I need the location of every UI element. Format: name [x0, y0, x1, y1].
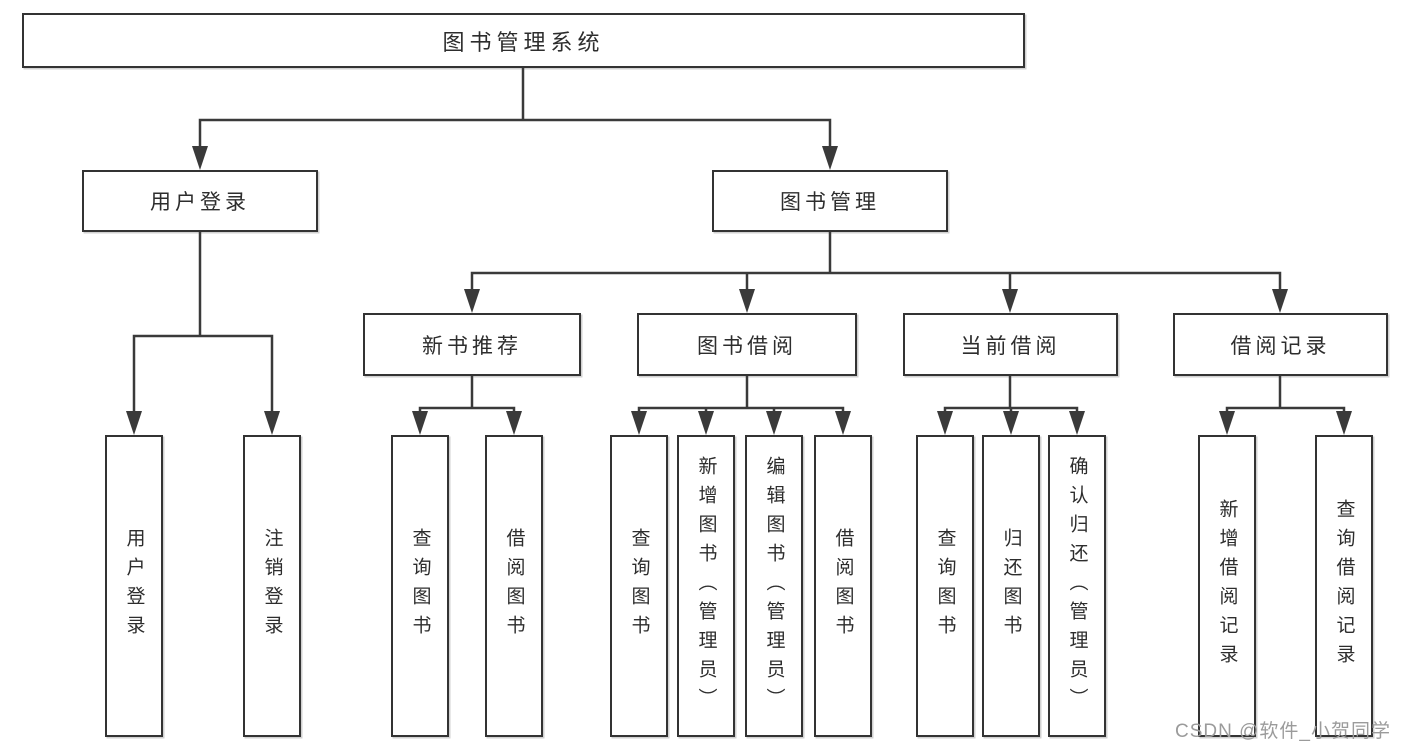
leaf-return-book-label: 归还图书	[1000, 528, 1022, 644]
connector-bookmgmt-to-level3	[464, 232, 1288, 313]
leaf-confirm-return-admin: 确认归还（管理员）	[1048, 435, 1106, 737]
leaf-borrow-books-recommend-label: 借阅图书	[503, 528, 525, 644]
node-current-borrow: 当前借阅	[903, 313, 1118, 376]
node-book-borrow-label: 图书借阅	[697, 334, 797, 358]
leaf-borrow-books-recommend: 借阅图书	[485, 435, 543, 737]
node-current-borrow-label: 当前借阅	[960, 334, 1061, 358]
leaf-query-books-recommend: 查询图书	[391, 435, 449, 737]
connector-recommend-to-leaves	[412, 376, 522, 435]
leaf-add-borrow-record-label: 新增借阅记录	[1216, 499, 1238, 673]
leaf-return-book: 归还图书	[982, 435, 1040, 737]
leaf-query-books-borrow-label: 查询图书	[628, 528, 650, 644]
node-borrow-records-label: 借阅记录	[1230, 334, 1331, 358]
node-book-management-label: 图书管理	[780, 191, 880, 214]
leaf-logout-label: 注销登录	[261, 528, 283, 644]
connector-userlogin-to-leaves	[126, 232, 280, 435]
leaf-query-borrow-record: 查询借阅记录	[1315, 435, 1373, 737]
leaf-add-book-admin: 新增图书（管理员）	[677, 435, 735, 737]
leaf-query-books-borrow: 查询图书	[610, 435, 668, 737]
leaf-query-borrow-record-label: 查询借阅记录	[1333, 499, 1355, 673]
node-user-login-label: 用户登录	[150, 191, 250, 214]
leaf-logout: 注销登录	[243, 435, 301, 737]
node-book-borrow: 图书借阅	[637, 313, 857, 376]
leaf-edit-book-admin: 编辑图书（管理员）	[745, 435, 803, 737]
leaf-add-borrow-record: 新增借阅记录	[1198, 435, 1256, 737]
node-borrow-records: 借阅记录	[1173, 313, 1388, 376]
connector-borrow-to-leaves	[631, 376, 851, 435]
connector-root-to-level2	[192, 68, 838, 170]
leaf-query-books-recommend-label: 查询图书	[409, 528, 431, 644]
leaf-query-books-current-label: 查询图书	[934, 528, 956, 644]
connector-current-to-leaves	[937, 376, 1085, 435]
node-new-book-recommend-label: 新书推荐	[422, 334, 522, 358]
node-root: 图书管理系统	[22, 13, 1025, 68]
leaf-borrow-books-borrow-label: 借阅图书	[832, 528, 854, 644]
node-book-management: 图书管理	[712, 170, 948, 232]
leaf-query-books-current: 查询图书	[916, 435, 974, 737]
leaf-edit-book-admin-label: 编辑图书（管理员）	[763, 455, 785, 717]
leaf-user-login-label: 用户登录	[123, 528, 145, 644]
leaf-borrow-books-borrow: 借阅图书	[814, 435, 872, 737]
watermark: CSDN @软件_小贺同学	[1175, 721, 1391, 742]
connector-records-to-leaves	[1219, 376, 1352, 435]
node-root-label: 图书管理系统	[442, 29, 605, 55]
node-user-login: 用户登录	[82, 170, 318, 232]
leaf-user-login: 用户登录	[105, 435, 163, 737]
leaf-confirm-return-admin-label: 确认归还（管理员）	[1066, 455, 1088, 717]
node-new-book-recommend: 新书推荐	[363, 313, 581, 376]
leaf-add-book-admin-label: 新增图书（管理员）	[695, 455, 717, 717]
